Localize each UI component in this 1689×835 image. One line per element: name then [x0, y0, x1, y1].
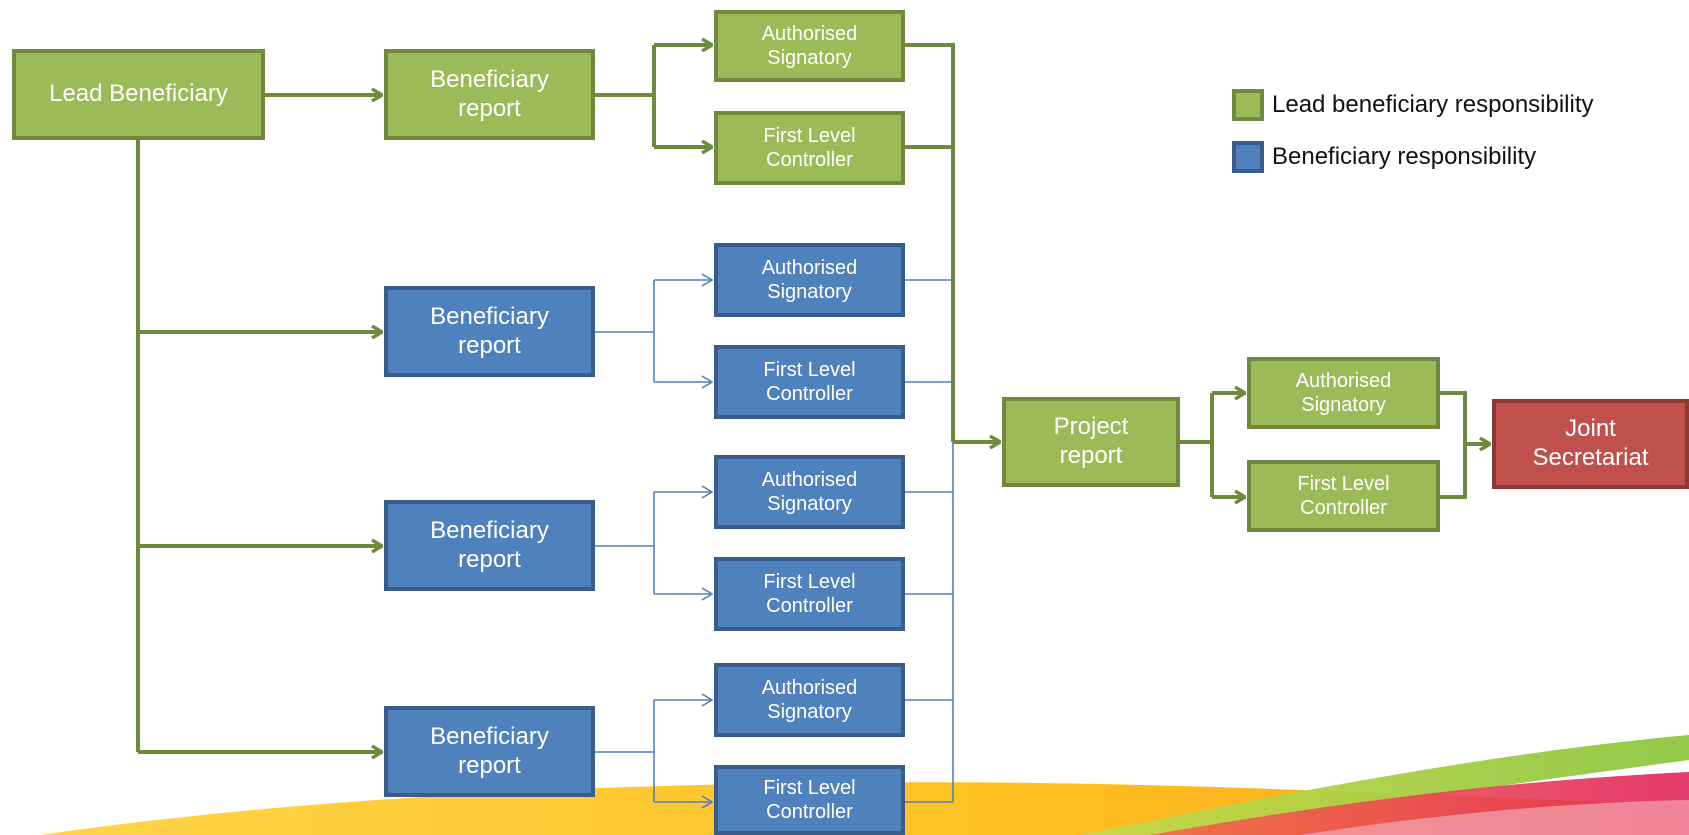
- beneficiary3-first-level-controller-box: First Level Controller: [714, 765, 905, 835]
- legend-lead-label: Lead beneficiary responsibility: [1272, 91, 1594, 118]
- beneficiary2-report-box: Beneficiary report: [384, 500, 595, 591]
- lead-authorised-signatory-box: Authorised Signatory: [714, 10, 905, 82]
- legend-beneficiary-label: Beneficiary responsibility: [1272, 143, 1537, 170]
- beneficiary1-authorised-signatory-box: Authorised Signatory: [714, 243, 905, 317]
- lead-report-fork: [595, 45, 656, 147]
- ben-outputs-to-collector: [905, 279, 953, 803]
- beneficiary1-report-box: Beneficiary report: [384, 286, 595, 377]
- joint-secretariat-box: Joint Secretariat: [1492, 399, 1689, 489]
- beneficiary3-authorised-signatory-box: Authorised Signatory: [714, 663, 905, 737]
- ben1-fork: [595, 280, 655, 382]
- lead-beneficiary-report-box: Beneficiary report: [384, 49, 595, 140]
- project-first-level-controller-box: First Level Controller: [1247, 460, 1440, 532]
- collector-line: [905, 43, 955, 442]
- project-report-box: Project report: [1002, 397, 1180, 487]
- legend-lead-swatch: [1232, 89, 1264, 121]
- green-swoosh: [1080, 735, 1689, 835]
- beneficiary2-first-level-controller-box: First Level Controller: [714, 557, 905, 631]
- pink-swoosh-light: [1300, 800, 1689, 835]
- legend-lead-item: Lead beneficiary responsibility: [1232, 89, 1594, 121]
- secretariat-collector: [1440, 391, 1467, 499]
- legend-beneficiary-item: Beneficiary responsibility: [1232, 141, 1536, 173]
- beneficiary2-authorised-signatory-box: Authorised Signatory: [714, 455, 905, 529]
- project-fork: [1180, 393, 1214, 497]
- ben3-fork: [595, 700, 655, 802]
- lead-beneficiary-box: Lead Beneficiary: [12, 49, 265, 140]
- legend-beneficiary-swatch: [1232, 141, 1264, 173]
- ben2-fork: [595, 492, 655, 594]
- lead-first-level-controller-box: First Level Controller: [714, 111, 905, 185]
- beneficiary3-report-box: Beneficiary report: [384, 706, 595, 797]
- project-authorised-signatory-box: Authorised Signatory: [1247, 357, 1440, 429]
- beneficiary1-first-level-controller-box: First Level Controller: [714, 345, 905, 419]
